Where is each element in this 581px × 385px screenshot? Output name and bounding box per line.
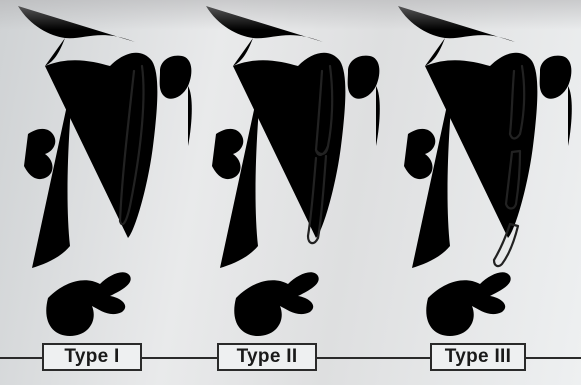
label-type-3-text: Type III [445,346,511,368]
label-type-2: Type II [217,343,317,371]
panel-type-3 [398,6,572,336]
label-type-1: Type I [42,343,142,371]
label-type-1-text: Type I [64,346,119,368]
label-type-2-text: Type II [237,346,298,368]
panel-type-2 [206,6,380,336]
panel-type-1 [18,6,192,336]
label-type-3: Type III [430,343,526,371]
